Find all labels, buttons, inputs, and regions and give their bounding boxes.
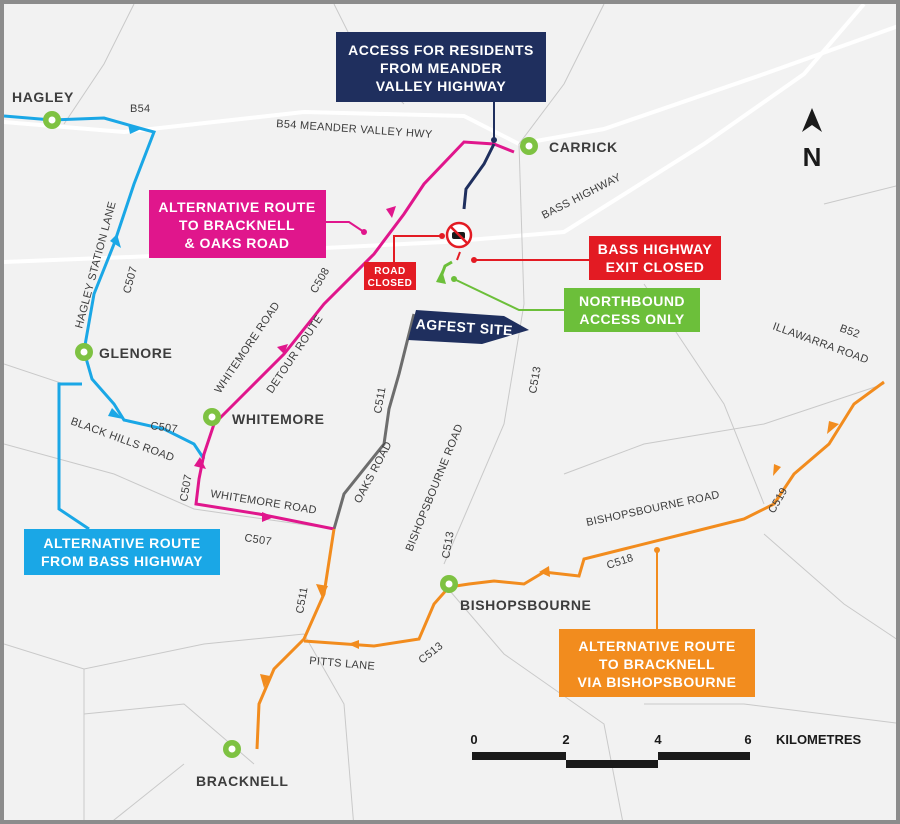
bishopsbourne-marker [440, 575, 458, 593]
town-label-whitemore: WHITEMORE [232, 411, 325, 427]
road-label-c511-upper: C511 [372, 386, 388, 414]
svg-text:FROM BASS HIGHWAY: FROM BASS HIGHWAY [41, 553, 203, 569]
northbound-callout: NORTHBOUND ACCESS ONLY [564, 288, 700, 332]
svg-text:CLOSED: CLOSED [368, 278, 413, 289]
bass-exit-callout: BASS HIGHWAY EXIT CLOSED [589, 236, 721, 280]
north-label: N [803, 142, 822, 172]
svg-text:BASS HIGHWAY: BASS HIGHWAY [598, 241, 713, 257]
svg-text:ALTERNATIVE ROUTE: ALTERNATIVE ROUTE [158, 199, 315, 215]
svg-text:TO BRACKNELL: TO BRACKNELL [599, 656, 715, 672]
alt-bass-callout: ALTERNATIVE ROUTE FROM BASS HIGHWAY [24, 529, 220, 575]
road-closed-leader [393, 235, 442, 262]
carrick-marker [520, 137, 538, 155]
glenore-marker [75, 343, 93, 361]
road-closed-callout: ROAD CLOSED [364, 262, 416, 290]
svg-text:FROM MEANDER: FROM MEANDER [380, 60, 502, 76]
road-label-c507-vertical: C507 [121, 265, 140, 295]
svg-text:VIA BISHOPSBOURNE: VIA BISHOPSBOURNE [578, 674, 737, 690]
road-label-b52: B52 [838, 323, 861, 341]
no-entry-icon [445, 221, 473, 249]
scale-tick-0: 0 [470, 732, 477, 747]
svg-text:NORTHBOUND: NORTHBOUND [579, 293, 685, 309]
svg-text:ROAD: ROAD [374, 266, 405, 277]
north-arrow-icon: N [802, 108, 822, 172]
road-label-b54: B54 [130, 103, 150, 115]
agfest-site-callout: AGFEST SITE [408, 310, 529, 344]
route-arrows [108, 124, 839, 688]
bracknell-marker [223, 740, 241, 758]
town-markers [43, 111, 538, 758]
svg-text:ALTERNATIVE ROUTE: ALTERNATIVE ROUTE [578, 638, 735, 654]
residents-callout: ACCESS FOR RESIDENTS FROM MEANDER VALLEY… [336, 32, 546, 102]
svg-text:ACCESS ONLY: ACCESS ONLY [579, 311, 685, 327]
svg-text:TO BRACKNELL: TO BRACKNELL [179, 217, 295, 233]
road-label-c519: C519 [766, 486, 790, 516]
scale-unit: KILOMETRES [776, 732, 862, 747]
svg-text:VALLEY HIGHWAY: VALLEY HIGHWAY [376, 78, 507, 94]
road-label-detour-route: DETOUR ROUTE [265, 313, 326, 395]
whitemore-marker [203, 408, 221, 426]
road-label-bass-highway: BASS HIGHWAY [540, 171, 624, 222]
town-label-bracknell: BRACKNELL [196, 773, 289, 789]
road-label-c518: C518 [605, 552, 635, 572]
town-label-bishopsbourne: BISHOPSBOURNE [460, 597, 591, 613]
road-label-meander-valley-hwy: B54 MEANDER VALLEY HWY [276, 118, 433, 141]
alt-bishopsbourne-callout: ALTERNATIVE ROUTE TO BRACKNELL VIA BISHO… [559, 629, 755, 697]
oaks-road-route [332, 313, 416, 530]
road-label-hagley-station-lane: HAGLEY STATION LANE [73, 200, 119, 330]
map-canvas: HAGLEY CARRICK GLENORE WHITEMORE BISHOPS… [4, 4, 896, 820]
road-label-c513-mid: C513 [440, 530, 457, 559]
road-label-c513-lower: C513 [416, 640, 445, 666]
scale-tick-6: 6 [744, 732, 751, 747]
svg-text:ALTERNATIVE ROUTE: ALTERNATIVE ROUTE [43, 535, 200, 551]
road-label-c513-upper: C513 [527, 365, 544, 394]
blue-alternative-route [4, 114, 206, 531]
svg-text:ACCESS FOR RESIDENTS: ACCESS FOR RESIDENTS [348, 42, 534, 58]
hagley-marker [43, 111, 61, 129]
road-label-c507-lower: C507 [178, 473, 195, 502]
northbound-leader [453, 278, 564, 311]
road-label-c511-lower: C511 [294, 586, 310, 614]
town-label-carrick: CARRICK [549, 139, 618, 155]
svg-text:& OAKS ROAD: & OAKS ROAD [184, 235, 289, 251]
road-label-c508: C508 [308, 266, 332, 296]
road-label-oaks-road: OAKS ROAD [352, 440, 395, 506]
road-label-c507-bottom: C507 [244, 532, 273, 548]
alt-oaks-callout: ALTERNATIVE ROUTE TO BRACKNELL & OAKS RO… [149, 190, 326, 258]
bass-exit-break [456, 251, 461, 261]
road-label-whitemore-road-lower: WHITEMORE ROAD [210, 488, 318, 517]
town-label-hagley: HAGLEY [12, 89, 74, 105]
road-label-pitts-lane: PITTS LANE [309, 655, 376, 673]
svg-text:AGFEST SITE: AGFEST SITE [415, 316, 513, 339]
scale-tick-4: 4 [654, 732, 662, 747]
scale-tick-2: 2 [562, 732, 569, 747]
alt-oaks-leader [326, 221, 365, 233]
scale-bar: 0 2 4 6 KILOMETRES [470, 732, 862, 768]
orange-alternative-route [255, 380, 885, 750]
svg-text:EXIT CLOSED: EXIT CLOSED [606, 259, 705, 275]
road-label-bishopsbourne-road-right: BISHOPSBOURNE ROAD [585, 489, 721, 529]
road-label-c507-right: C507 [150, 420, 179, 436]
town-label-glenore: GLENORE [99, 345, 172, 361]
residents-access-route [462, 143, 496, 210]
